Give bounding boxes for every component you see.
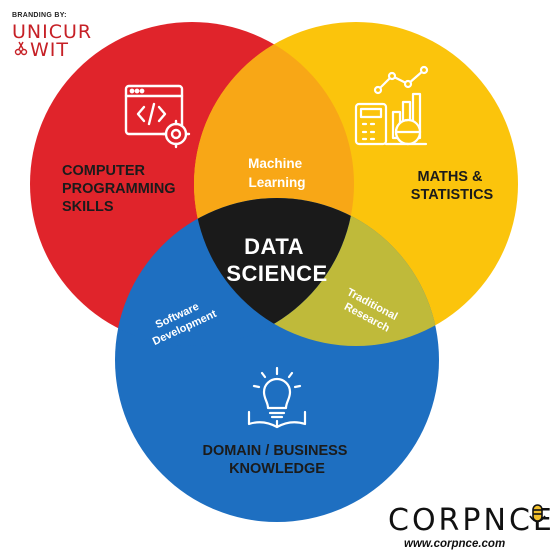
corpnce-logo: CORPNCE	[388, 503, 554, 538]
maths-statistics-label: MATHS & STATISTICS	[411, 169, 494, 203]
computer-programming-label: COMPUTER PROGRAMMING SKILLS	[62, 163, 180, 215]
software-development-overlap	[115, 198, 354, 346]
unicurwit-logo-line2: WIT	[30, 39, 69, 61]
data-science-label: DATA SCIENCE	[226, 234, 327, 286]
code-window-gear-icon	[124, 84, 191, 149]
calculator-chart-icon	[354, 65, 429, 146]
branding-by-label: BRANDING BY:	[12, 12, 67, 19]
lightbulb-book-icon	[247, 366, 307, 429]
machine-learning-label: Machine Learning	[248, 156, 306, 190]
domain-business-label: DOMAIN / BUSINESS KNOWLEDGE	[202, 443, 351, 477]
unicurwit-logo-line1: UNICUR	[12, 21, 92, 43]
microphone-icon	[529, 504, 546, 530]
corpnce-url: www.corpnce.com	[404, 538, 505, 550]
scissors-icon	[14, 41, 28, 56]
